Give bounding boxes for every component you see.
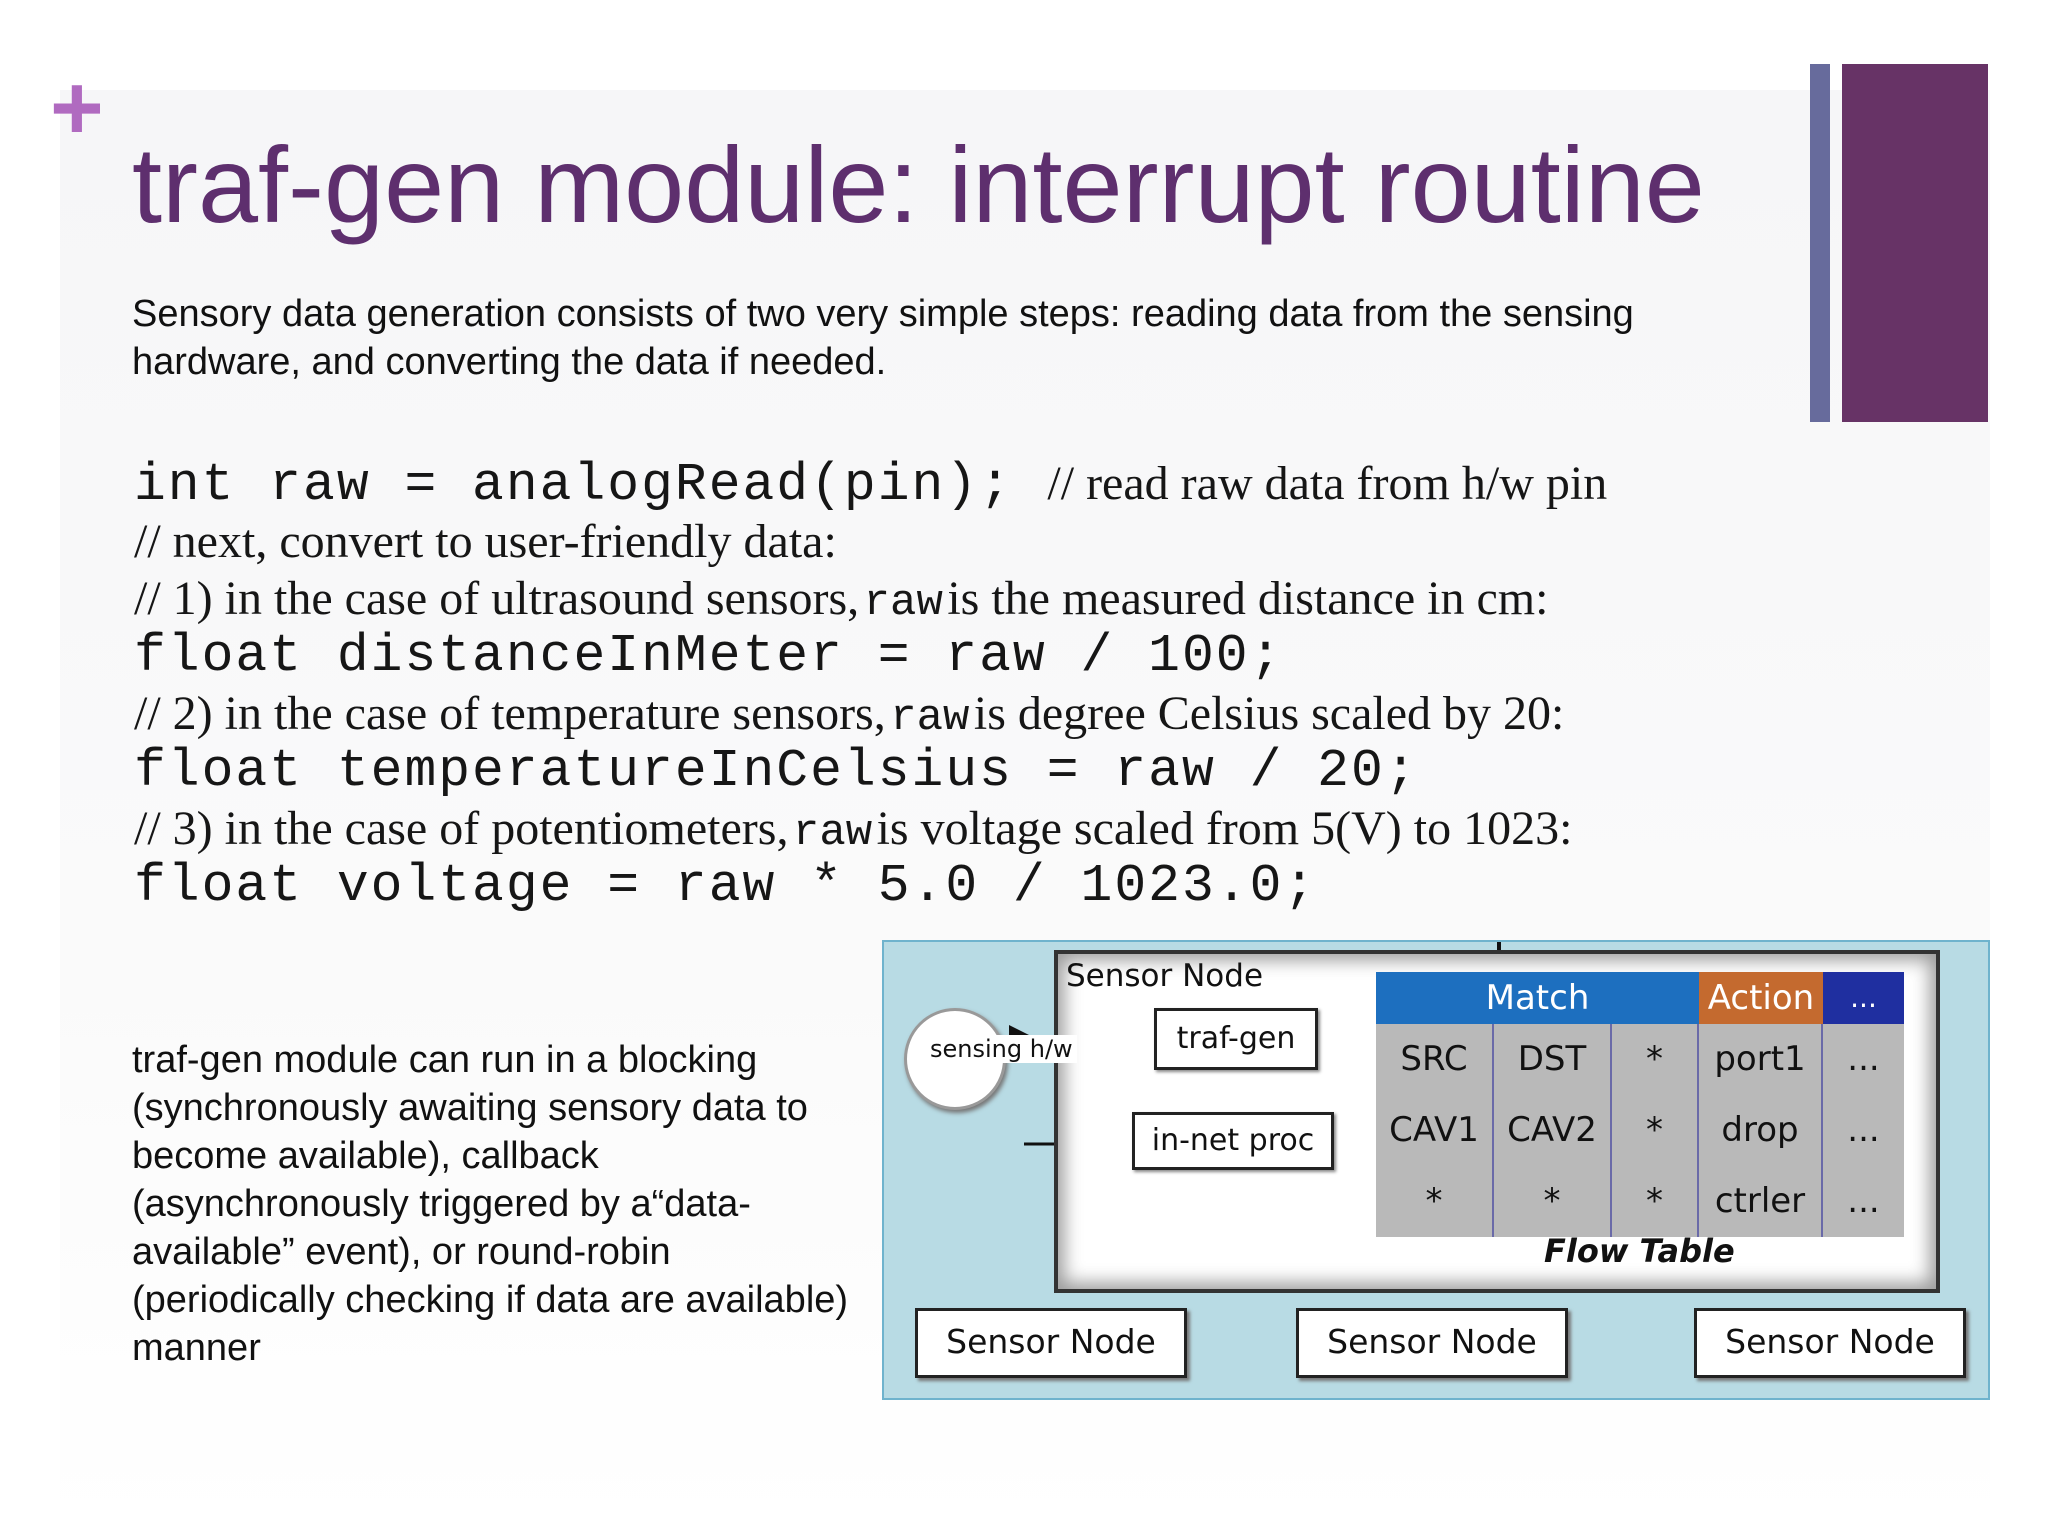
execution-modes-paragraph: traf-gen module can run in a blocking (s… [132, 1039, 849, 1369]
flow-table-cell: ... [1823, 1166, 1904, 1237]
flow-table-cell: * [1376, 1166, 1494, 1237]
flow-table-cell: drop [1699, 1095, 1823, 1166]
flow-table-header-more: ... [1823, 972, 1904, 1024]
code-comment: // 1) in the case of ultrasound sensors, [134, 572, 860, 625]
flow-table-cell: CAV1 [1376, 1095, 1494, 1166]
code-text: float distanceInMeter = raw / 100; [134, 625, 1284, 686]
plus-icon: + [50, 57, 104, 159]
flow-table-cell: ctrler [1699, 1166, 1823, 1237]
sensor-node-diagram: Sensor Node sensing h/w traf-gen in-net … [882, 940, 1990, 1400]
code-comment: is degree Celsius scaled by 20: [973, 687, 1565, 740]
flow-table-cell: SRC [1376, 1024, 1494, 1095]
code-line-4: float distanceInMeter = raw / 100; [134, 625, 1994, 686]
code-line-1: int raw = analogRead(pin); // read raw d… [134, 455, 1994, 515]
code-line-2: // next, convert to user-friendly data: [134, 513, 1994, 571]
code-comment: is the measured distance in cm: [947, 572, 1549, 625]
code-line-8: float voltage = raw * 5.0 / 1023.0; [134, 855, 1994, 916]
flow-table-caption: Flow Table [1544, 1232, 1735, 1270]
code-text: raw [890, 693, 970, 743]
code-line-5: // 2) in the case of temperature sensors… [134, 685, 1994, 743]
flow-table-cell: DST [1494, 1024, 1612, 1095]
flow-table-cell: * [1494, 1166, 1612, 1237]
accent-bar-thick [1842, 64, 1988, 422]
code-text: raw [792, 808, 873, 858]
flow-table-header-action: Action [1699, 972, 1823, 1024]
code-text: float temperatureInCelsius = raw / 20; [134, 740, 1419, 801]
bottom-sensor-node-2: Sensor Node [1296, 1308, 1568, 1378]
code-comment: // 2) in the case of temperature sensors… [134, 687, 886, 740]
code-block: int raw = analogRead(pin); // read raw d… [134, 455, 1994, 915]
flow-table-cell: * [1612, 1095, 1699, 1166]
accent-bar-thin [1810, 64, 1830, 422]
slide-title: traf-gen module: interrupt routine [132, 124, 1705, 245]
sensor-node-title: Sensor Node [1066, 958, 1264, 994]
sensing-hw-label: sensing h/w [926, 1035, 1077, 1063]
code-text: float voltage = raw * 5.0 / 1023.0; [134, 855, 1318, 916]
code-comment: is voltage scaled from 5(V) to 1023: [876, 802, 1573, 855]
intro-paragraph: Sensory data generation consists of two … [132, 293, 1634, 383]
flow-table-cell: port1 [1699, 1024, 1823, 1095]
flow-table-cell: CAV2 [1494, 1095, 1612, 1166]
bottom-sensor-node-1: Sensor Node [915, 1308, 1187, 1378]
flow-table-header-match: Match [1376, 972, 1699, 1024]
traf-gen-box: traf-gen [1154, 1008, 1318, 1070]
code-text: int raw = analogRead(pin); [134, 455, 1013, 515]
code-text: raw [863, 578, 943, 628]
code-line-3: // 1) in the case of ultrasound sensors,… [134, 570, 1994, 628]
bottom-sensor-node-3: Sensor Node [1694, 1308, 1966, 1378]
code-line-7: // 3) in the case of potentiometers, raw… [134, 800, 1994, 858]
code-comment: // read raw data from h/w pin [1047, 457, 1608, 510]
flow-table-cell: * [1612, 1024, 1699, 1095]
code-comment: // 3) in the case of potentiometers, [134, 802, 789, 855]
code-line-6: float temperatureInCelsius = raw / 20; [134, 740, 1994, 801]
code-comment: // next, convert to user-friendly data: [134, 514, 837, 568]
flow-table-cell: * [1612, 1166, 1699, 1237]
flow-table-cell: ... [1823, 1024, 1904, 1095]
in-net-proc-box: in-net proc [1132, 1112, 1334, 1170]
flow-table-cell: ... [1823, 1095, 1904, 1166]
